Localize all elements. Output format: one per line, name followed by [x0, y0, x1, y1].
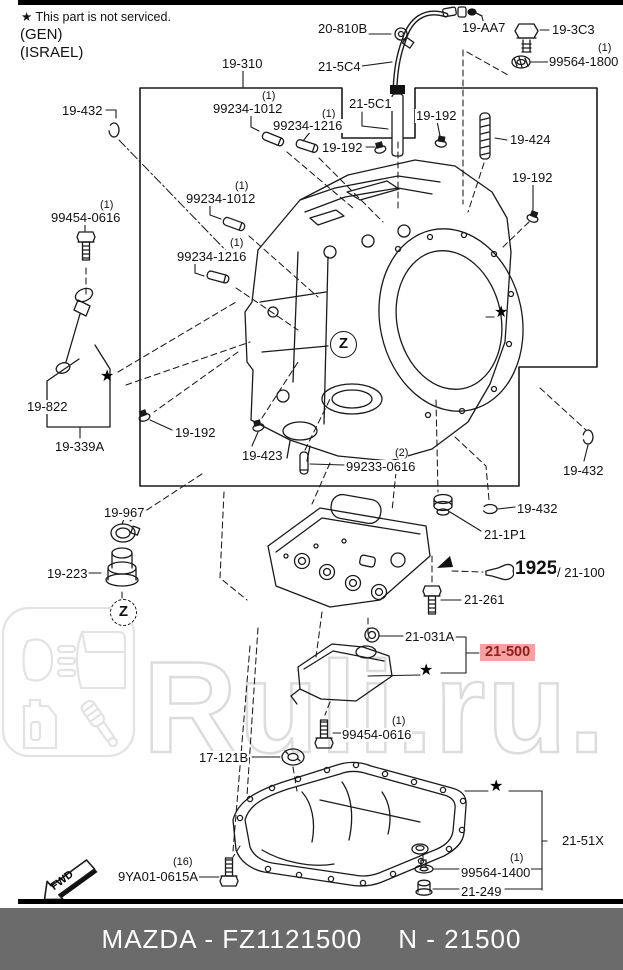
bolt-21-261-icon — [422, 585, 442, 615]
figure-number: 1925 — [514, 558, 559, 579]
star-icon: ★ — [494, 304, 509, 321]
star-icon: ★ — [419, 662, 434, 679]
service-note: ★ This part is not serviced. — [20, 10, 172, 25]
part-label-21-51X: 21-51X — [561, 833, 605, 848]
part-label-21-500: 21-500 — [480, 644, 536, 662]
star-icon: ★ — [21, 10, 33, 24]
qty-99454-0616: (1) — [100, 199, 114, 211]
leader-lines — [79, 16, 589, 891]
part-label-19-432: 19-432 — [562, 463, 605, 478]
figure-section-21-100: / 21-100 — [556, 565, 606, 580]
part-label-19-192: 19-192 — [511, 170, 554, 185]
oil-pan-drawing — [232, 761, 467, 887]
clip-19-432-icon — [108, 122, 120, 138]
qty-99564-1800: (1) — [598, 42, 612, 54]
part-label-99234-1012: 99234-1012 — [212, 101, 284, 116]
part-label-99564-1800: 99564-1800 — [548, 54, 620, 69]
pin-99234-1216-icon — [205, 269, 231, 285]
part-label-19-432: 19-432 — [61, 103, 104, 118]
breather-drawing — [105, 523, 141, 587]
pin-99234-1012-icon — [260, 130, 286, 148]
zone-marker-z-breather: Z — [110, 599, 137, 626]
part-label-21-261: 21-261 — [463, 592, 506, 607]
part-label-9YA01-0615A: 9YA01-0615A — [117, 869, 199, 884]
part-label-19-192: 19-192 — [415, 108, 458, 123]
part-label-99234-1216: 99234-1216 — [176, 249, 248, 264]
footer-catalog-code: MAZDA - FZ1121500 — [101, 923, 363, 954]
part-label-21-031A: 21-031A — [404, 629, 456, 644]
qty-99234-1012: (1) — [235, 180, 249, 192]
qty-99233-0616: (2) — [395, 447, 409, 459]
part-label-19-967: 19-967 — [103, 505, 146, 520]
clip-19-432-icon — [482, 503, 498, 515]
qty-99234-1216: (1) — [322, 108, 336, 120]
qty-9YA01-0615A: (16) — [173, 856, 193, 868]
bolt-99454-0616-icon — [76, 231, 96, 261]
part-label-19-223: 19-223 — [46, 566, 89, 581]
part-label-99454-0616: 99454-0616 — [341, 727, 413, 742]
watermark-icon-tile — [1, 606, 136, 758]
part-label-21-5C1: 21-5C1 — [348, 96, 393, 111]
region-label-gen: (GEN) — [19, 26, 64, 43]
pin-99234-1216-icon — [294, 138, 320, 154]
part-label-19-339A: 19-339A — [54, 439, 106, 454]
part-label-19-3C3: 19-3C3 — [551, 22, 596, 37]
footer-bar: MAZDA - FZ1121500 N - 21500 — [0, 908, 623, 970]
part-label-99564-1400: 99564-1400 — [460, 865, 532, 880]
footer-part-code: N - 21500 — [398, 923, 522, 954]
part-label-17-121B: 17-121B — [198, 750, 250, 765]
part-label-19-192: 19-192 — [321, 140, 364, 155]
nut-21-249-drawing — [415, 879, 433, 896]
plug-19-192-icon — [136, 407, 152, 424]
stud-19-424-drawing — [479, 112, 491, 160]
dash-dot-line — [118, 139, 239, 264]
assembly-dashed-lines — [85, 49, 587, 863]
valve-body-drawing — [267, 493, 431, 608]
bottom-rule — [18, 899, 623, 904]
zone-marker-z-case: Z — [330, 331, 357, 358]
part-label-19-AA7: 19-AA7 — [461, 20, 507, 35]
star-icon: ★ — [100, 368, 115, 385]
pin-99233-0616-icon — [299, 451, 309, 475]
part-label-21-5C4: 21-5C4 — [317, 59, 362, 74]
transmission-case-drawing — [244, 159, 524, 462]
hand-pointer-icon — [485, 563, 515, 581]
part-label-19-432: 19-432 — [516, 501, 559, 516]
service-note-text: This part is not serviced. — [35, 10, 171, 24]
view-arrow-icon — [437, 556, 453, 568]
star-icon: ★ — [489, 778, 504, 795]
clip-19-432-icon — [582, 429, 594, 445]
part-label-19-423: 19-423 — [241, 448, 284, 463]
part-label-19-310: 19-310 — [221, 56, 264, 71]
part-label-21-249: 21-249 — [460, 884, 503, 899]
part-label-99233-0616: 99233-0616 — [345, 459, 417, 474]
qty-99454-0616: (1) — [392, 715, 406, 727]
plug-19-192-icon — [434, 134, 449, 149]
region-label-israel: (ISRAEL) — [19, 44, 85, 61]
part-label-99234-1012: 99234-1012 — [185, 191, 257, 206]
plug-19-192-icon — [525, 208, 541, 225]
qty-99564-1400: (1) — [510, 852, 524, 864]
part-label-19-192: 19-192 — [174, 425, 217, 440]
top-rule — [18, 0, 623, 5]
part-label-99234-1216: 99234-1216 — [272, 118, 344, 133]
part-label-19-822: 19-822 — [26, 399, 69, 414]
part-label-19-424: 19-424 — [509, 132, 552, 147]
bolt-9YA01-0615A-icon — [219, 857, 239, 887]
pin-99234-1012-icon — [221, 215, 247, 233]
part-label-21-1P1: 21-1P1 — [483, 527, 527, 542]
washer-99564-1800-drawing — [511, 55, 531, 69]
part-label-20-810B: 20-810B — [317, 21, 369, 36]
part-label-99454-0616: 99454-0616 — [50, 210, 122, 225]
qty-99234-1216: (1) — [230, 237, 244, 249]
oring-21-031A-icon — [364, 627, 380, 643]
fwd-arrow-icon: FWD — [43, 859, 98, 903]
oil-hose-drawing — [390, 6, 483, 157]
qty-99234-1012: (1) — [262, 90, 276, 102]
magnet-17-121B-drawing — [281, 748, 305, 766]
grommet-21-1P1-drawing — [433, 493, 453, 516]
bolt-19-3C3-drawing — [514, 23, 539, 53]
